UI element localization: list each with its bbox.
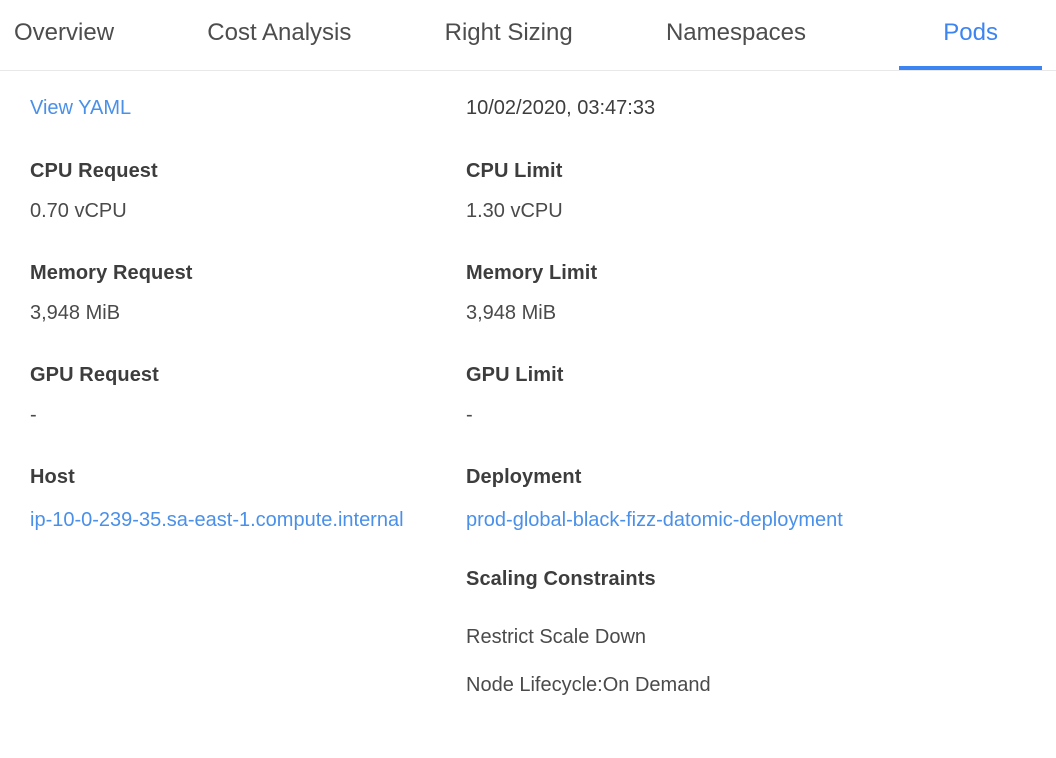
view-yaml-link[interactable]: View YAML <box>30 97 132 119</box>
scaling-constraint-item: Restrict Scale Down <box>466 626 647 648</box>
memory-limit-label: Memory Limit <box>466 262 598 284</box>
memory-request-value: 3,948 MiB <box>30 302 121 324</box>
cpu-request-field: CPU Request 0.70 vCPU <box>30 159 158 223</box>
tab-pods[interactable]: Pods <box>899 0 1042 70</box>
gpu-limit-field: GPU Limit - <box>466 363 564 427</box>
host-label: Host <box>30 466 75 488</box>
tab-right-sizing[interactable]: Right Sizing <box>444 19 573 46</box>
cpu-request-value: 0.70 vCPU <box>30 200 127 222</box>
cpu-limit-field: CPU Limit 1.30 vCPU <box>466 159 563 223</box>
gpu-request-label: GPU Request <box>30 364 159 386</box>
gpu-request-value: - <box>30 404 37 426</box>
host-field: Host ip-10-0-239-35.sa-east-1.compute.in… <box>30 465 404 535</box>
details-left-column: View YAML CPU Request 0.70 vCPU Memory R… <box>30 96 466 758</box>
gpu-limit-value: - <box>466 404 473 426</box>
tab-cost-analysis[interactable]: Cost Analysis <box>207 19 352 46</box>
scaling-constraints-label: Scaling Constraints <box>466 568 656 590</box>
scaling-constraints-field: Scaling Constraints Restrict Scale Down … <box>466 567 711 721</box>
tab-namespaces[interactable]: Namespaces <box>665 19 807 46</box>
deployment-link[interactable]: prod-global-black-fizz-datomic-deploymen… <box>466 509 843 531</box>
scaling-constraint-item: Node Lifecycle:On Demand <box>466 674 711 696</box>
gpu-request-field: GPU Request - <box>30 363 159 427</box>
pod-detail-tabs: Overview Cost Analysis Right Sizing Name… <box>0 0 1056 71</box>
created-timestamp: 10/02/2020, 03:47:33 <box>466 97 656 119</box>
deployment-field: Deployment prod-global-black-fizz-datomi… <box>466 465 843 535</box>
cpu-limit-value: 1.30 vCPU <box>466 200 563 222</box>
cpu-request-label: CPU Request <box>30 160 158 182</box>
details-right-column: 10/02/2020, 03:47:33 CPU Limit 1.30 vCPU… <box>466 96 1026 758</box>
tab-overview[interactable]: Overview <box>14 19 115 46</box>
gpu-limit-label: GPU Limit <box>466 364 564 386</box>
memory-limit-field: Memory Limit 3,948 MiB <box>466 261 597 325</box>
memory-request-label: Memory Request <box>30 262 193 284</box>
deployment-label: Deployment <box>466 466 582 488</box>
memory-limit-value: 3,948 MiB <box>466 302 557 324</box>
pod-details-panel: View YAML CPU Request 0.70 vCPU Memory R… <box>0 71 1056 758</box>
memory-request-field: Memory Request 3,948 MiB <box>30 261 193 325</box>
cpu-limit-label: CPU Limit <box>466 160 563 182</box>
host-link[interactable]: ip-10-0-239-35.sa-east-1.compute.interna… <box>30 509 404 531</box>
